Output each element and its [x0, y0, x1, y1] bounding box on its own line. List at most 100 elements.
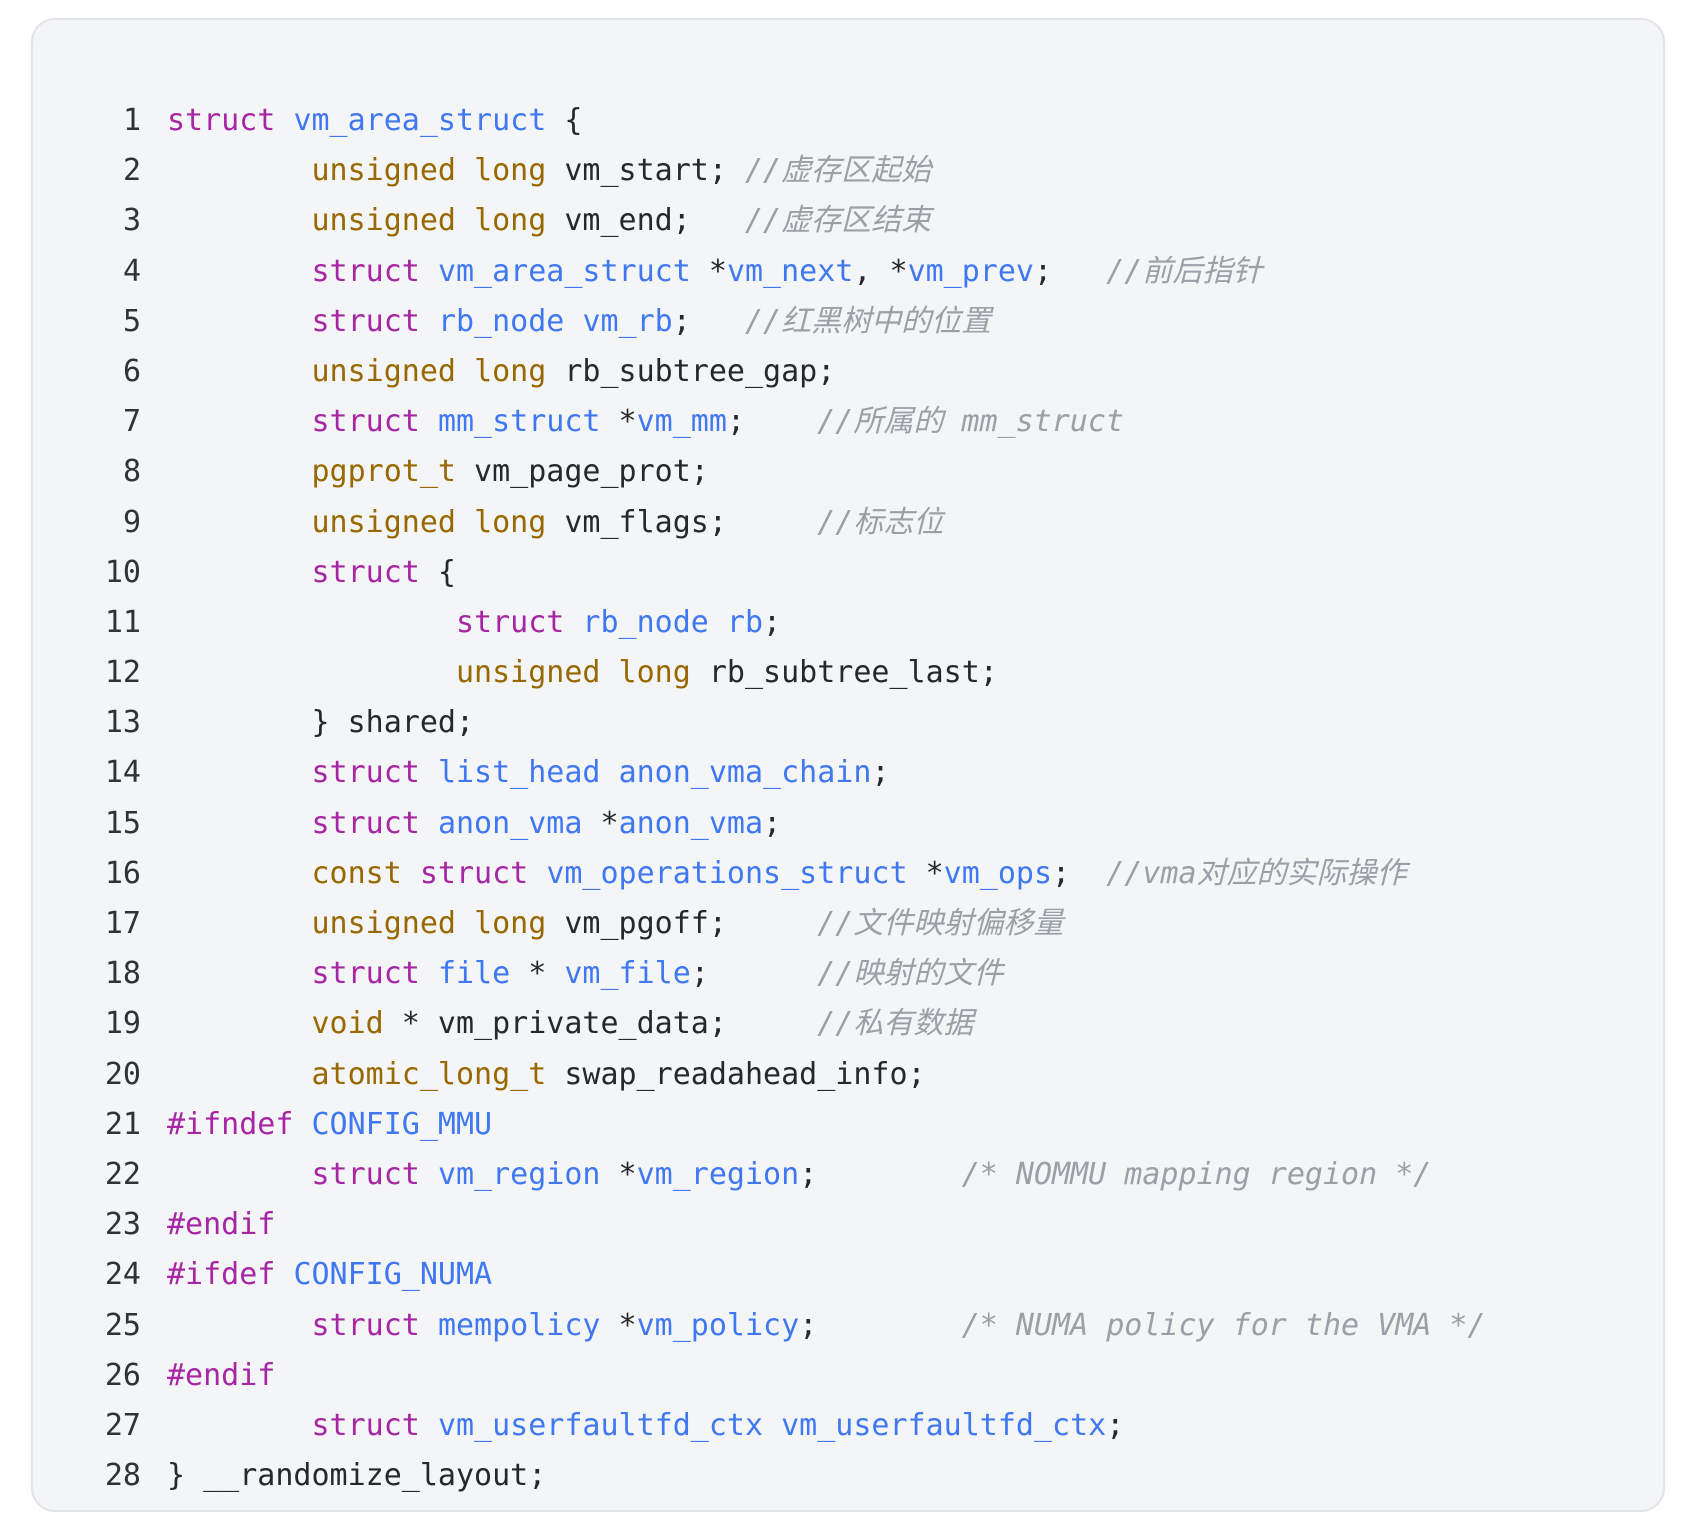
- code-token-plain: ;: [763, 604, 782, 640]
- code-token-ident: mempolicy: [437, 1307, 601, 1343]
- code-token-plain: vm_pgoff;: [546, 906, 818, 941]
- code-line: 5 struct rb_node vm_rb; //红黑树中的位置: [33, 297, 1663, 347]
- line-number: 15: [104, 805, 141, 841]
- code-token-plain: *: [600, 1156, 637, 1192]
- code-token-type: unsigned: [455, 655, 601, 691]
- code-token-plain: [167, 454, 312, 489]
- code-token-ident: vm_region: [636, 1156, 800, 1192]
- code-token-keyword: struct: [311, 755, 420, 791]
- code-token-ident: vm_operations_struct: [546, 855, 908, 891]
- line-number: 27: [104, 1407, 141, 1443]
- code-token-plain: [420, 254, 438, 289]
- code-token-ident: anon_vma_chain: [618, 755, 872, 791]
- code-token-plain: *: [690, 253, 727, 289]
- code-line: 20 atomic_long_t swap_readahead_info;: [33, 1050, 1663, 1100]
- code-token-plain: [420, 755, 438, 790]
- line-number: 20: [104, 1056, 141, 1092]
- code-line: 12 unsigned long rb_subtree_last;: [33, 648, 1663, 698]
- code-token-comment: //所属的 mm_struct: [817, 404, 1124, 440]
- line-number: 1: [122, 103, 141, 138]
- code-token-type: long: [474, 906, 547, 941]
- code-token-ident: vm_rb: [582, 303, 673, 339]
- code-line: 7 struct mm_struct *vm_mm; //所属的 mm_stru…: [33, 397, 1663, 447]
- code-token-ident: vm_next: [726, 253, 854, 289]
- code-token-plain: [564, 605, 582, 640]
- code-token-plain: ;: [799, 1307, 962, 1343]
- code-token-comment: //文件映射偏移量: [817, 906, 1064, 941]
- line-number: 26: [104, 1357, 141, 1393]
- code-token-type: unsigned: [311, 203, 457, 239]
- code-token-plain: [402, 856, 420, 891]
- code-token-plain: ;: [690, 956, 818, 992]
- code-text: #ifndef CONFIG_MMU: [141, 1100, 492, 1150]
- code-text: unsigned long vm_flags; //标志位: [141, 498, 944, 548]
- code-token-comment: //vma对应的实际操作: [1106, 855, 1407, 891]
- code-token-plain: [167, 354, 312, 389]
- code-token-plain: *: [582, 805, 619, 841]
- code-token-type: long: [474, 153, 547, 189]
- code-token-macro: #endif: [167, 1357, 276, 1393]
- code-token-plain: } __randomize_layout;: [167, 1458, 547, 1494]
- code-token-comment: //虚存区起始: [745, 153, 932, 189]
- line-number: 22: [104, 1156, 141, 1192]
- code-token-type: unsigned: [311, 906, 457, 941]
- code-token-keyword: struct: [455, 604, 565, 640]
- code-token-comment: //前后指针: [1106, 253, 1263, 289]
- code-token-comment: /* NUMA policy for the VMA */: [961, 1307, 1486, 1343]
- code-token-ident: vm_policy: [636, 1307, 800, 1343]
- code-line: 4 struct vm_area_struct *vm_next, *vm_pr…: [33, 247, 1663, 297]
- code-line: 13 } shared;: [33, 698, 1663, 748]
- code-line: 26 #endif: [33, 1351, 1663, 1401]
- code-token-type: unsigned: [311, 353, 457, 389]
- code-token-comment: //标志位: [817, 504, 944, 540]
- code-token-plain: [167, 806, 312, 841]
- code-token-ident: vm_area_struct: [293, 103, 547, 138]
- code-token-type: unsigned: [311, 504, 457, 540]
- code-token-type: const: [311, 855, 402, 891]
- code-text: #ifdef CONFIG_NUMA: [141, 1250, 492, 1300]
- line-number: 19: [104, 1006, 141, 1042]
- code-text: struct file * vm_file; //映射的文件: [141, 949, 1004, 999]
- code-token-keyword: struct: [311, 303, 420, 339]
- code-token-plain: ;: [1034, 253, 1107, 289]
- code-line: 18 struct file * vm_file; //映射的文件: [33, 949, 1663, 999]
- code-token-plain: [167, 856, 312, 891]
- code-token-plain: {: [546, 103, 583, 138]
- code-token-plain: *: [600, 1307, 637, 1343]
- code-token-ident: rb: [726, 604, 764, 640]
- code-token-keyword: struct: [311, 253, 420, 289]
- code-text: unsigned long vm_start; //虚存区起始: [141, 146, 932, 196]
- code-token-plain: * vm_private_data;: [383, 1006, 818, 1042]
- line-number: 13: [104, 705, 141, 741]
- code-token-plain: ;: [763, 805, 782, 841]
- code-token-plain: ;: [672, 303, 745, 339]
- line-number: 17: [104, 906, 141, 941]
- code-line: 6 unsigned long rb_subtree_gap;: [33, 347, 1663, 397]
- code-token-plain: vm_page_prot;: [456, 454, 709, 490]
- code-text: struct mm_struct *vm_mm; //所属的 mm_struct: [141, 397, 1125, 447]
- code-token-plain: *: [907, 855, 944, 891]
- code-line: 23#endif: [33, 1200, 1663, 1250]
- code-token-plain: [167, 203, 312, 238]
- code-token-plain: [420, 1157, 438, 1192]
- code-token-plain: [456, 505, 474, 540]
- line-number: 24: [104, 1257, 141, 1293]
- code-text: } __randomize_layout;: [141, 1451, 546, 1501]
- code-line: 8 pgprot_t vm_page_prot;: [33, 447, 1663, 497]
- code-token-keyword: struct: [311, 1407, 420, 1443]
- code-token-ident: vm_region: [437, 1156, 601, 1192]
- code-text: struct rb_node vm_rb; //红黑树中的位置: [141, 297, 992, 347]
- code-token-plain: vm_start;: [546, 153, 745, 189]
- code-token-ident: anon_vma: [618, 805, 764, 841]
- line-number: 25: [104, 1307, 141, 1343]
- code-token-plain: , *: [853, 253, 908, 289]
- code-token-plain: [420, 304, 438, 339]
- code-token-plain: [763, 1408, 781, 1443]
- code-token-plain: [167, 655, 456, 690]
- code-token-plain: [167, 1006, 312, 1041]
- code-token-plain: [167, 304, 312, 339]
- code-token-keyword: struct: [311, 956, 420, 992]
- code-token-plain: *: [600, 404, 637, 440]
